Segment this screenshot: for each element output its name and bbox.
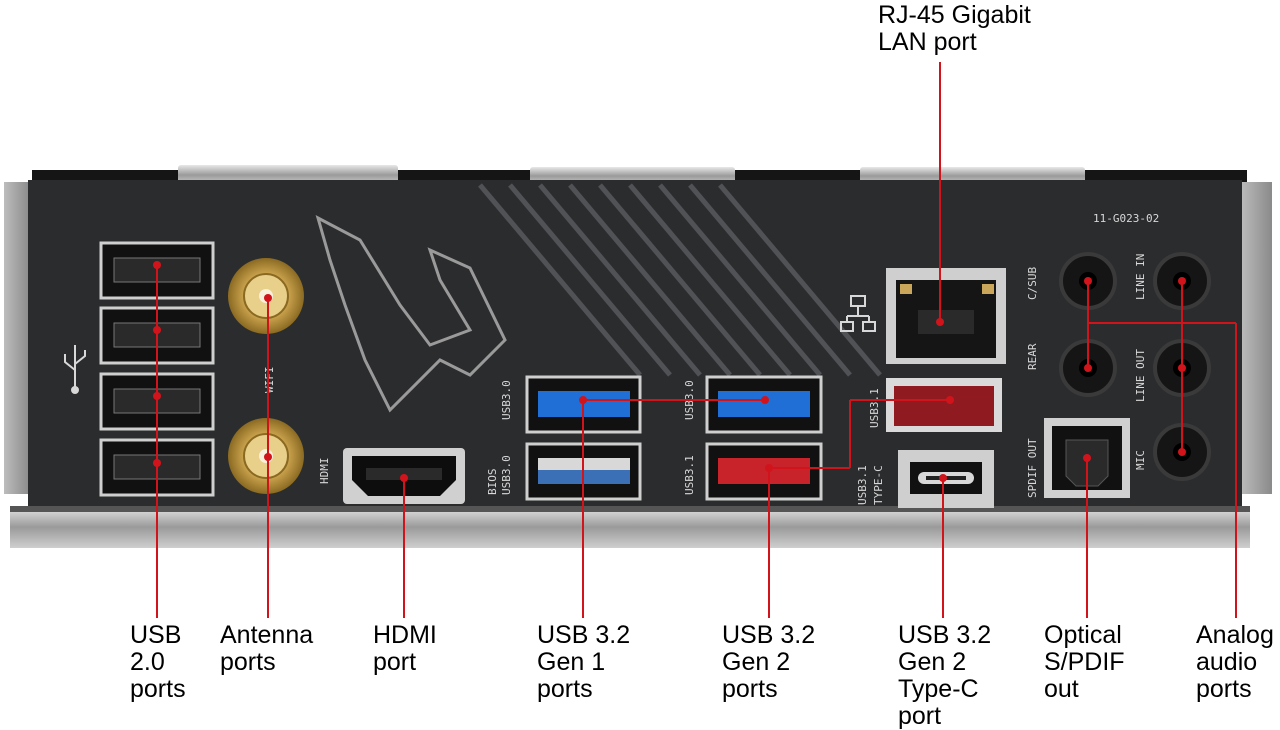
usb31-label-right: USB3.1 xyxy=(868,388,881,428)
model-number: 11-G023-02 xyxy=(1093,212,1159,225)
hdmi-label: HDMI xyxy=(318,458,331,485)
usb30-label-left-b: USB3.0 xyxy=(500,455,513,495)
usb31-label-left: USB3.1 xyxy=(683,455,696,495)
usb20-callout: USB 2.0 ports xyxy=(130,621,186,703)
usb31-typec-label-a: USB3.1 xyxy=(856,465,869,505)
hdmi-callout: HDMI port xyxy=(373,621,437,676)
bottom-rail xyxy=(10,506,1250,548)
line-out-label: LINE OUT xyxy=(1134,349,1147,402)
rj45-callout: RJ-45 Gigabit LAN port xyxy=(878,1,1031,56)
diagonal-stripes-decoration xyxy=(478,183,882,377)
callout-lines xyxy=(156,62,1237,618)
usb-gen2-callout: USB 3.2 Gen 2 ports xyxy=(722,621,816,703)
rj45-lan-port[interactable] xyxy=(886,268,1006,364)
usb-typec-callout: USB 3.2 Gen 2 Type-C port xyxy=(898,621,992,730)
usb-gen1-callout: USB 3.2 Gen 1 ports xyxy=(537,621,631,703)
rear-label: REAR xyxy=(1026,343,1039,370)
aorus-logo xyxy=(315,215,507,413)
callout-dots xyxy=(153,261,1186,482)
usb-symbol-icon xyxy=(64,345,86,394)
left-bracket xyxy=(4,182,30,494)
bottom-rail-shadow xyxy=(10,506,1250,512)
usb-gen2-port[interactable] xyxy=(886,378,1002,432)
optical-callout: Optical S/PDIF out xyxy=(1044,621,1125,703)
usb-gen2-port[interactable] xyxy=(705,442,823,501)
usb-gen1-port[interactable] xyxy=(705,375,823,434)
wifi-label: WIFI xyxy=(263,367,276,394)
usb31-typec-label-b: TYPE-C xyxy=(872,465,885,505)
antenna-callout: Antenna ports xyxy=(220,621,314,676)
usb30-label-left-a: USB3.0 xyxy=(500,380,513,420)
mic-label: MIC xyxy=(1134,450,1147,470)
line-in-label: LINE IN xyxy=(1134,254,1147,300)
csub-label: C/SUB xyxy=(1026,267,1039,300)
right-bracket xyxy=(1240,182,1272,494)
bios-label: BIOS xyxy=(486,469,499,496)
analog-callout: Analog audio ports xyxy=(1196,621,1274,703)
spdif-label: SPDIF OUT xyxy=(1026,438,1039,498)
lan-symbol-icon xyxy=(840,295,876,332)
